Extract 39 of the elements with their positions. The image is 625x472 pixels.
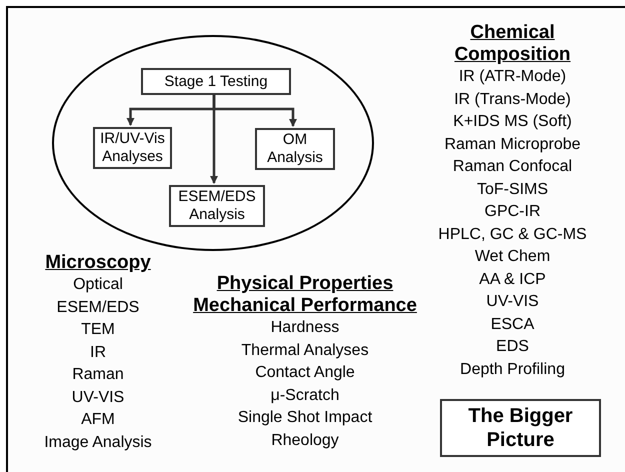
list-item: IR <box>90 342 106 362</box>
list-item: Hardness <box>270 318 340 338</box>
list-item: IR (ATR-Mode) <box>458 67 566 87</box>
list-item: UV-VIS <box>486 292 539 312</box>
process-box: OM Analysis <box>255 128 335 170</box>
list-item: Raman Microprobe <box>444 134 581 154</box>
list-item: HPLC, GC & GC-MS <box>438 224 587 244</box>
section-heading: Physical Properties <box>216 273 394 295</box>
list-item: ESEM/EDS <box>56 298 140 318</box>
list-item: UV-VIS <box>72 388 124 408</box>
section-heading: Chemical Composition <box>453 22 572 66</box>
list-item: EDS <box>496 337 529 357</box>
list-item: μ-Scratch <box>270 386 340 406</box>
list-item: Raman Confocal <box>452 157 572 177</box>
list-item: Rheology <box>271 430 339 450</box>
list-item: Single Shot Impact <box>238 408 372 428</box>
list-item: ESCA <box>490 314 534 334</box>
list-item: AA & ICP <box>479 270 546 290</box>
process-box: ESEM/EDS Analysis <box>169 185 265 227</box>
process-box: Stage 1 Testing <box>141 68 291 95</box>
process-box: IR/UV-Vis Analyses <box>93 127 172 169</box>
list-item: IR (Trans-Mode) <box>454 90 571 110</box>
section-heading: Mechanical Performance <box>193 295 417 317</box>
ellipse-outline <box>52 35 374 251</box>
title-box: The Bigger Picture <box>440 399 601 457</box>
list-item: Wet Chem <box>474 247 550 267</box>
list-item: Contact Angle <box>255 363 355 383</box>
list-item: Raman <box>72 365 124 385</box>
list-item: Optical <box>73 275 123 295</box>
list-item: K+IDS MS (Soft) <box>453 112 572 132</box>
list-item: TEM <box>81 320 115 340</box>
section-heading: Microscopy <box>45 252 151 274</box>
list-item: Depth Profiling <box>460 360 565 380</box>
list-item: GPC-IR <box>484 202 540 222</box>
arrow <box>210 93 218 184</box>
list-item: ToF-SIMS <box>476 180 548 200</box>
list-item: Thermal Analyses <box>241 340 369 360</box>
list-item: Image Analysis <box>44 432 152 452</box>
list-item: AFM <box>81 410 115 430</box>
